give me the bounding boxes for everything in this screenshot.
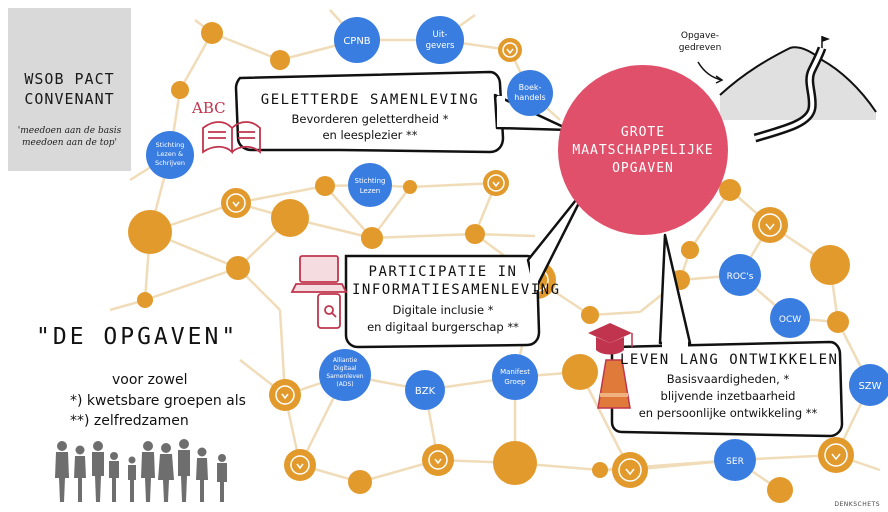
bubble-leven-line-1: Basisvaardigheden, * — [666, 372, 790, 386]
bubble-leven-line-2: blijvende inzetbaarheid — [660, 389, 796, 403]
node-labels: CPNB Uit- gevers Boek- handels Stichting… — [155, 30, 882, 467]
blue-nodes — [146, 16, 888, 481]
bubble-participatie-line-2: en digitaal burgerschap ** — [367, 320, 519, 334]
center-text: GROTE MAATSCHAPPELIJKE OPGAVEN — [572, 125, 713, 176]
node-ser — [714, 439, 756, 481]
node-alliantie — [319, 349, 371, 401]
opgaven-line-2: **) zelfredzamen — [70, 413, 189, 429]
label-sl-2: Lezen — [360, 187, 381, 195]
label-boek-1: Boek- — [519, 83, 542, 92]
bubble-leven-line-3: en persoonlijke ontwikkeling ** — [638, 406, 818, 420]
bubble-participatie-title-2: INFORMATIESAMENLEVING — [352, 282, 561, 298]
label-bzk: BZK — [415, 386, 436, 397]
node-manifest-groep — [492, 354, 538, 400]
node-uitgevers — [416, 16, 464, 64]
abc-label: ABC — [191, 99, 226, 117]
center-circle — [558, 65, 728, 235]
node-cpnb — [334, 17, 380, 63]
opgaven-voor: voor zowel — [112, 372, 188, 388]
label-sls-3: Schrijven — [155, 159, 185, 167]
node-bzk — [405, 370, 445, 410]
node-boekhandels — [507, 70, 553, 116]
label-szw: SZW — [858, 381, 881, 392]
laptop-phone-icon — [290, 255, 348, 329]
center-line-2: MAATSCHAPPELIJKE — [572, 143, 713, 158]
logo-tagline-2: meedoen aan de top' — [22, 138, 117, 148]
people-silhouettes — [55, 439, 227, 502]
opgaven-title: "DE OPGAVEN" — [36, 324, 239, 350]
logo-title-1: WSOB PACT — [24, 70, 115, 88]
node-ocw — [770, 298, 810, 338]
label-alliantie-4: (ADS) — [336, 381, 353, 388]
node-szw — [849, 364, 888, 406]
logo-tagline-1: 'meedoen aan de basis — [17, 126, 122, 136]
label-sls-2: Lezen & — [157, 150, 183, 158]
label-sls-1: Stichting — [156, 141, 185, 149]
label-cpnb: CPNB — [343, 36, 370, 47]
label-rocs: ROC's — [727, 272, 754, 282]
label-boek-2: handels — [514, 93, 545, 102]
label-uitgevers-2: gevers — [426, 41, 455, 51]
center-line-1: GROTE — [621, 125, 665, 140]
orange-nodes — [128, 22, 850, 503]
bubble-geletterde-line-1: Bevorderen geletterdheid * — [291, 112, 449, 126]
mountain-label-1: Opgave- — [681, 31, 719, 41]
label-manifest-2: Groep — [504, 378, 526, 386]
label-ser: SER — [726, 457, 744, 467]
logo-tagline: 'meedoen aan de basis meedoen aan de top… — [8, 125, 131, 149]
label-uitgevers-1: Uit- — [433, 30, 448, 40]
node-stichting-lezen-schrijven — [146, 131, 194, 179]
label-sl-1: Stichting — [355, 177, 386, 185]
opgaven-line-1: *) kwetsbare groepen als — [70, 393, 246, 409]
logo-title-2: CONVENANT — [24, 90, 115, 108]
graduation-cap-icon — [588, 323, 633, 409]
book-icon — [202, 121, 261, 155]
label-alliantie-2: Digitaal — [333, 365, 356, 372]
center-line-3: OPGAVEN — [612, 161, 674, 176]
bubble-leven-title: LEVEN LANG ONTWIKKELEN — [620, 352, 839, 368]
node-rocs — [719, 254, 761, 296]
label-manifest-1: Manifest — [500, 368, 530, 376]
credit-label: DENKSCHETS — [834, 501, 880, 508]
label-alliantie-3: Samenleven — [326, 373, 363, 380]
mountain-label: Opgave- gedreven — [679, 31, 722, 53]
bubble-geletterde-line-2: en leesplezier ** — [322, 128, 418, 142]
label-ocw: OCW — [779, 315, 801, 325]
label-alliantie-1: Alliantie — [333, 357, 358, 364]
logo-box: WSOB PACT CONVENANT 'meedoen aan de basi… — [8, 8, 131, 171]
node-stichting-lezen — [348, 163, 392, 207]
mountain-label-2: gedreven — [679, 43, 722, 53]
mountain-illustration — [697, 36, 877, 143]
bubble-participatie-line-1: Digitale inclusie * — [392, 303, 494, 317]
bubble-participatie-title-1: PARTICIPATIE IN — [368, 264, 518, 280]
bubble-geletterde-title: GELETTERDE SAMENLEVING — [260, 92, 480, 108]
